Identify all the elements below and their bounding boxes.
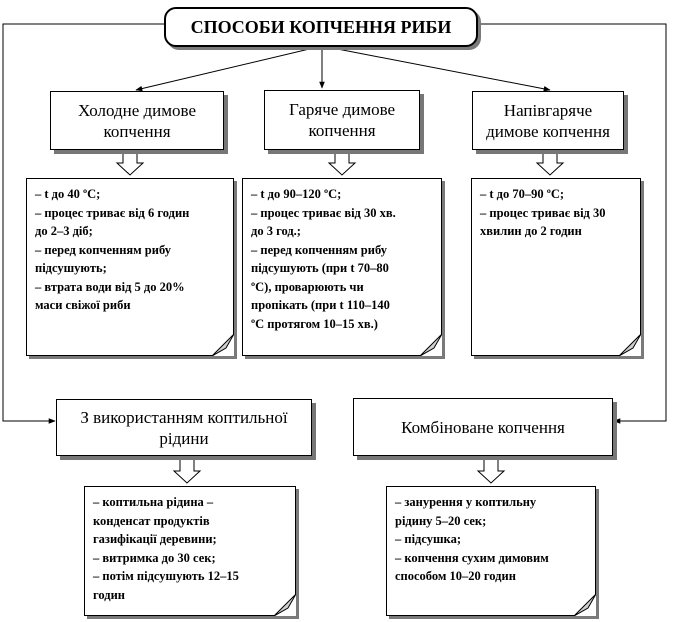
detail-line: – потім підсушують 12–15 xyxy=(93,569,239,583)
detail-line: до 2–3 діб; xyxy=(35,224,93,238)
cold-smoking-label-line-1: Холодне димове xyxy=(78,100,196,120)
arrow-title-to-liquid-smoke xyxy=(2,23,164,424)
detail-line: – перед копченням рибу xyxy=(251,242,387,257)
cold-smoking-details: – t до 40 ºС; – процес триває від 6 годи… xyxy=(26,178,234,356)
liquid-smoke-smoking-box: З використанням коптильної рідини xyxy=(56,399,312,456)
detail-line: – t до 40 ºС; xyxy=(35,187,101,201)
detail-line: – занурення у коптильну xyxy=(395,495,537,509)
down-arrow-semi-hot xyxy=(535,151,565,176)
down-arrow-cold xyxy=(115,151,145,176)
cold-smoking-box: Холодне димове копчення xyxy=(50,91,224,150)
page-curl-icon xyxy=(619,334,641,356)
detail-line: до 3 год.; xyxy=(251,224,301,238)
detail-line: – коптильна рідина – xyxy=(93,495,214,509)
detail-line: підсушують (при t 70–80 xyxy=(251,261,389,275)
detail-line: маси свіжої риби xyxy=(35,298,131,312)
down-arrow-combined xyxy=(476,458,506,484)
page-curl-icon xyxy=(420,334,442,356)
down-arrow-hot xyxy=(327,151,357,176)
page-curl-icon xyxy=(212,334,234,356)
detail-line: – процес триває від 30 хв. xyxy=(251,205,396,220)
detail-line: пропікать (при t 110–140 xyxy=(251,298,390,312)
hot-smoking-label-line-2: копчення xyxy=(308,121,376,140)
detail-line: конденсат продуктів xyxy=(93,513,210,528)
liquid-smoke-label-line-1: З використанням коптильної xyxy=(80,407,288,427)
page-curl-icon xyxy=(574,594,596,616)
hot-smoking-box: Гаряче димове копчення xyxy=(264,90,420,150)
arrow-title-to-combined xyxy=(476,23,667,424)
detail-line: годин xyxy=(93,587,125,602)
liquid-smoke-label-line-2: рідини xyxy=(159,428,209,448)
detail-line: – підсушка; xyxy=(395,532,461,546)
detail-line: – процес триває від 30 xyxy=(480,205,606,220)
hot-smoking-details: – t до 90–120 ºС; – процес триває від 30… xyxy=(242,178,442,356)
detail-line: – витримка до 30 сек; xyxy=(93,550,216,565)
arrow-title-to-cold xyxy=(135,45,323,92)
detail-line: – процес триває від 6 годин xyxy=(35,205,190,220)
semi-hot-smoking-label-line-1: Напівгаряче xyxy=(503,100,593,120)
semi-hot-smoking-label-line-2: димове копчення xyxy=(486,121,610,141)
down-arrow-liquid-smoke xyxy=(172,458,202,484)
detail-line: способом 10–20 годин xyxy=(395,569,516,583)
detail-line: рідину 5–20 сек; xyxy=(395,513,487,528)
semi-hot-smoking-box: Напівгаряче димове копчення xyxy=(472,91,624,150)
detail-line: – t до 70–90 ºС; xyxy=(480,187,565,201)
hot-smoking-label-line-1: Гаряче димове xyxy=(288,100,396,119)
detail-line: ºС протягом 10–15 хв.) xyxy=(251,316,378,331)
detail-line: ºС), проварюють чи xyxy=(251,279,364,294)
combined-smoking-details: – занурення у коптильну рідину 5–20 сек;… xyxy=(386,486,596,616)
arrow-title-to-semi-hot xyxy=(321,45,551,92)
liquid-smoke-details: – коптильна рідина – конденсат продуктів… xyxy=(84,486,296,616)
detail-line: підсушують; xyxy=(35,261,107,275)
diagram-title: СПОСОБИ КОПЧЕННЯ РИБИ xyxy=(164,7,478,47)
page-curl-icon xyxy=(274,594,296,616)
combined-smoking-box: Комбіноване копчення xyxy=(353,398,613,456)
combined-smoking-label: Комбіноване копчення xyxy=(401,417,565,437)
detail-line: – копчення сухим димовим xyxy=(395,550,549,565)
detail-line: газифікації деревини; xyxy=(93,532,217,546)
cold-smoking-label-line-2: копчення xyxy=(103,121,171,141)
detail-line: – втрата води від 5 до 20% xyxy=(35,279,185,294)
semi-hot-smoking-details: – t до 70–90 ºС; – процес триває від 30 … xyxy=(471,178,641,356)
detail-line: – перед копченням рибу xyxy=(35,242,171,257)
detail-line: хвилин до 2 годин xyxy=(480,224,582,238)
detail-line: – t до 90–120 ºС; xyxy=(251,187,342,201)
